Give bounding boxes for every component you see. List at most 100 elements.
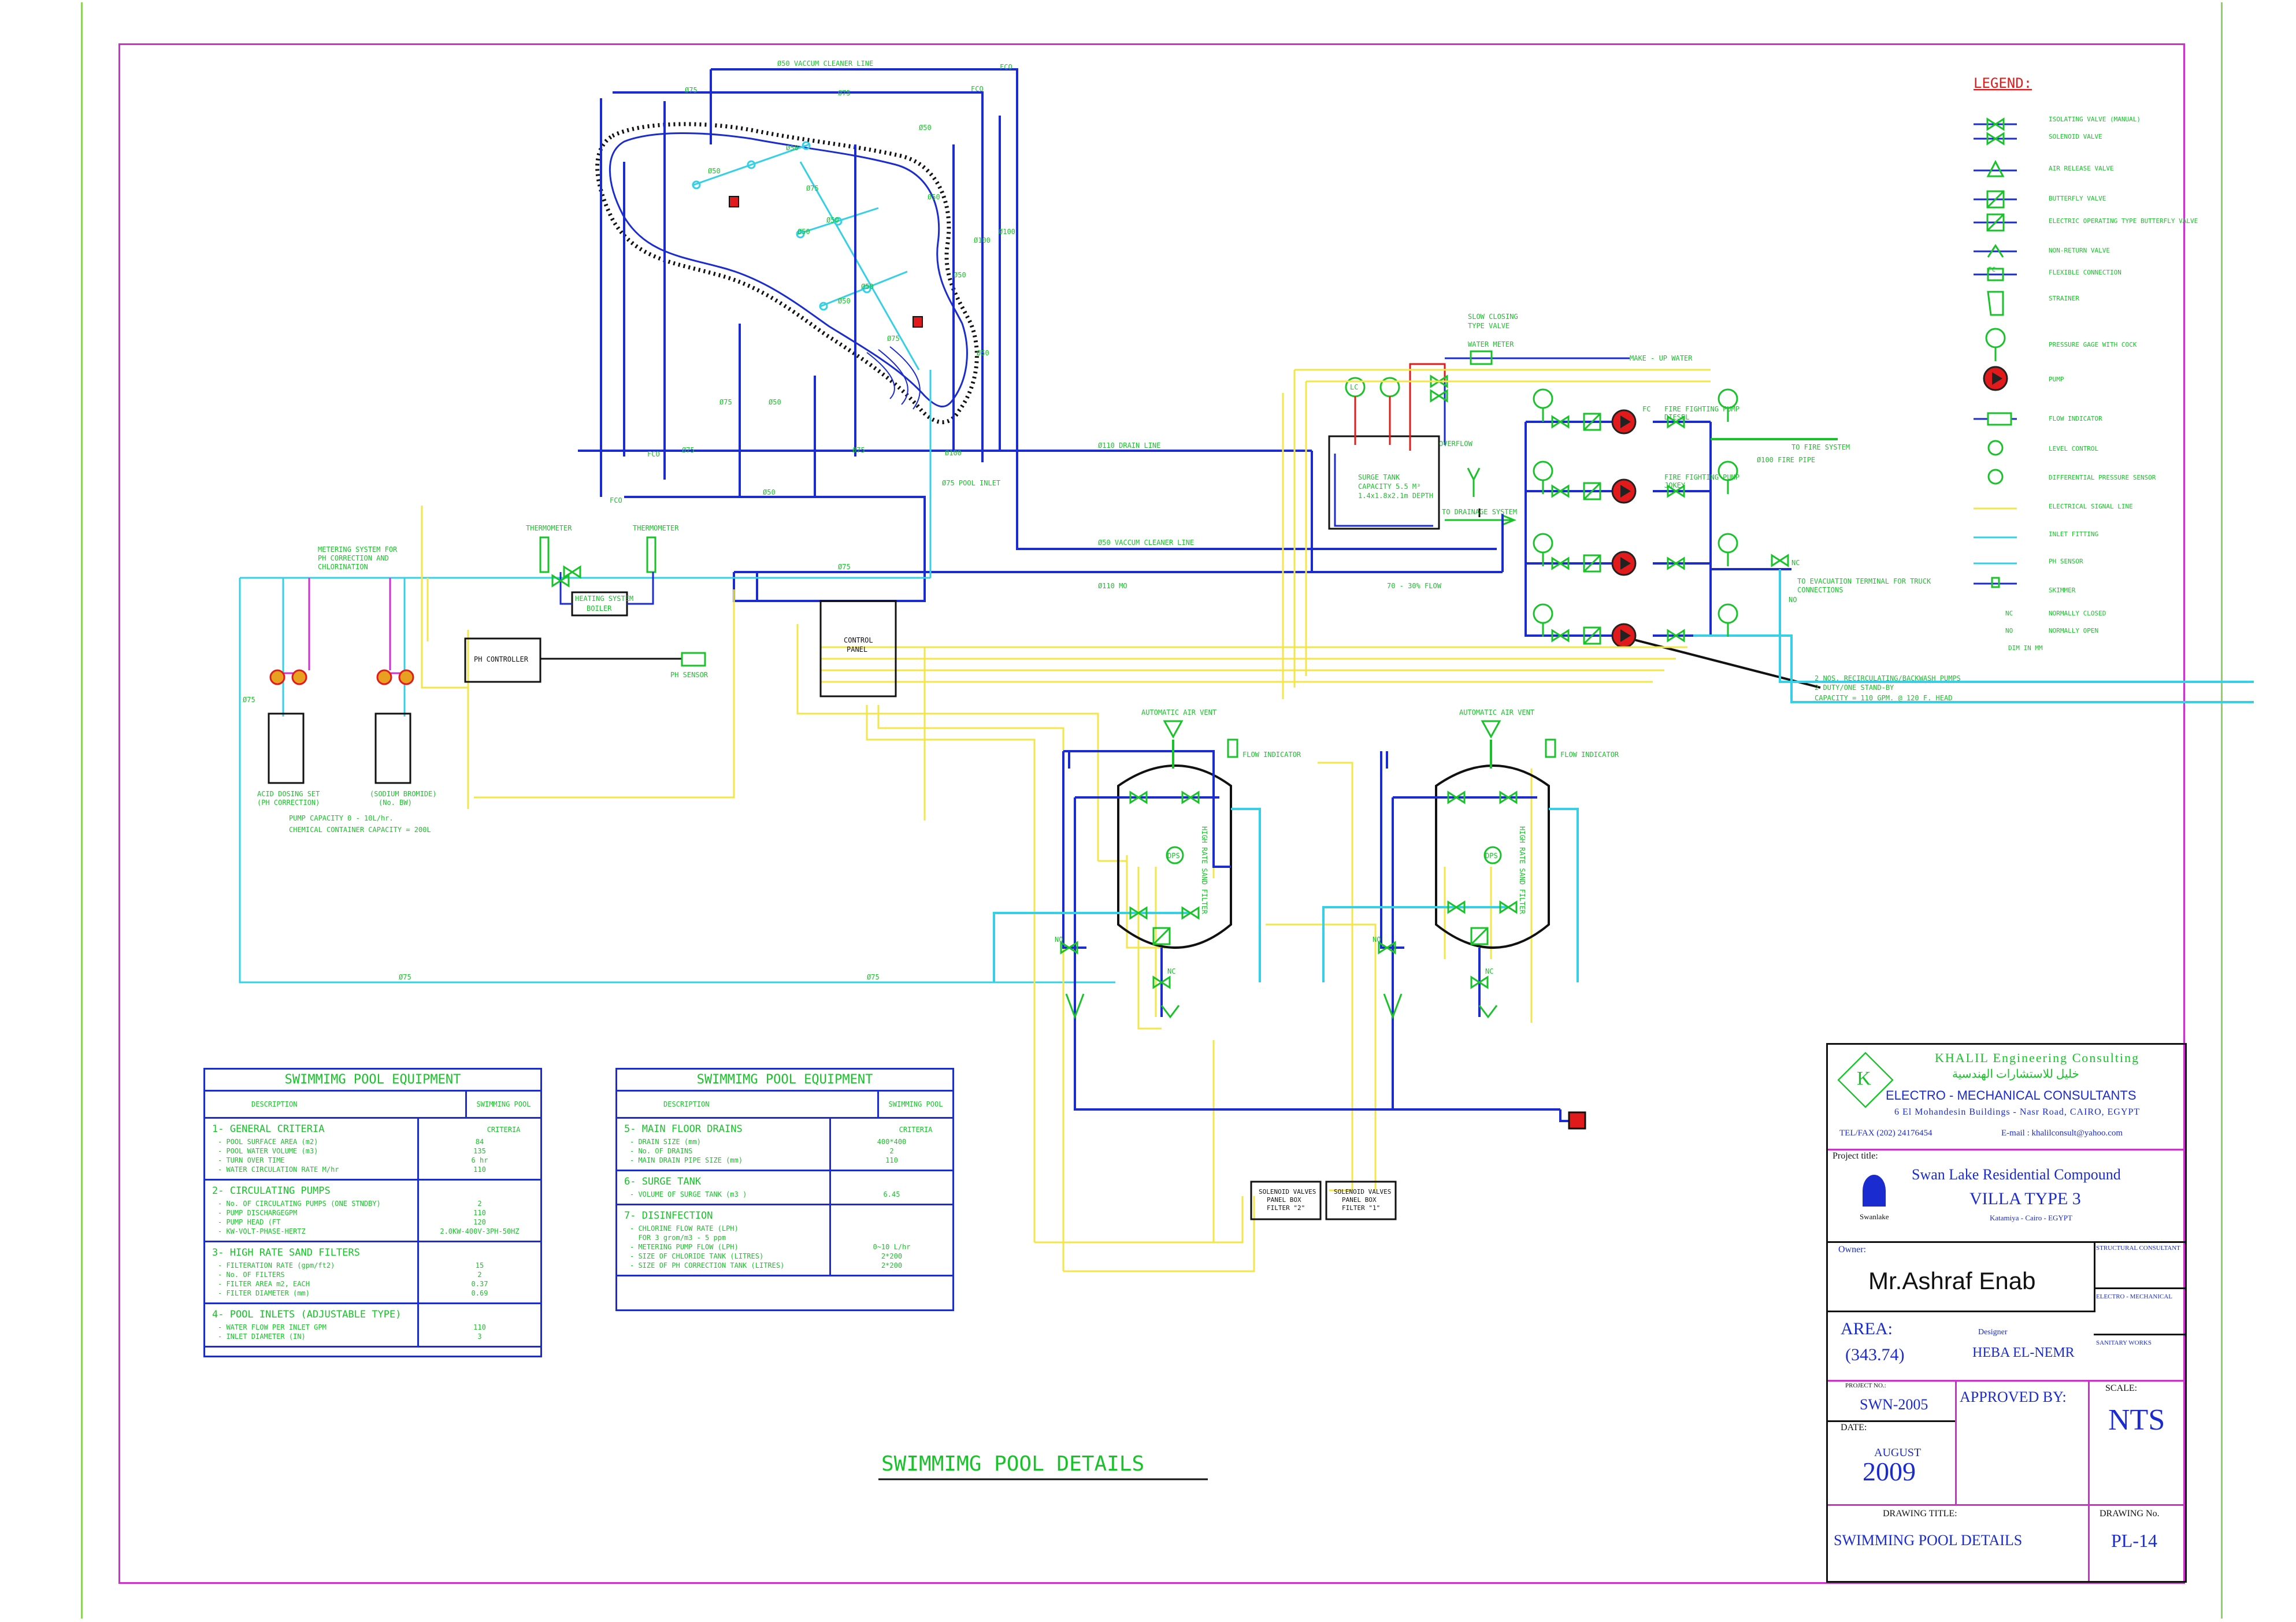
- lc-label: LC: [1350, 383, 1358, 391]
- chemical-system: [268, 536, 897, 784]
- pipe-label: Ø75: [806, 184, 819, 192]
- table-row-value: 2: [477, 1271, 482, 1279]
- legend-item: FLEXIBLE CONNECTION: [2049, 269, 2121, 276]
- thermometer-1: [539, 536, 550, 573]
- table-row-value: 6.45: [883, 1190, 900, 1198]
- pipe-label: Ø50: [708, 167, 721, 175]
- date-box: DATE: AUGUST 2009: [1828, 1420, 1957, 1504]
- sodium-tank: [374, 712, 411, 784]
- slow-valve-label: TYPE VALVE: [1468, 322, 1509, 330]
- company-tel: TEL/FAX (202) 24176454: [1839, 1129, 1933, 1138]
- pump-icon: [1611, 623, 1637, 648]
- project-location: Katamiya - Cairo - EGYPT: [1990, 1213, 2072, 1222]
- control-panel-label: CONTROL: [844, 636, 873, 644]
- pipe-label: Ø50: [826, 216, 839, 224]
- evac-label: CONNECTIONS: [1797, 586, 1843, 594]
- legend-item: PUMP: [2049, 376, 2064, 383]
- tank-label: 1.4x1.8x2.1m DEPTH: [1358, 492, 1433, 500]
- pipe-label: Ø75 POOL INLET: [942, 479, 1000, 487]
- table-row-value: 110: [473, 1166, 486, 1174]
- company-name-arabic: خليل للاستشارات الهندسية: [1952, 1068, 2079, 1081]
- area-box: AREA: (343.74) Designer HEBA EL-NEMR: [1828, 1311, 2094, 1380]
- consultants-box: STRUCTURAL CONSULTANT ELECTRO - MECHANIC…: [2094, 1241, 2185, 1403]
- pump-labels: FIRE FIGHTING PUMP DIESEL FIRE FIGHTING …: [1642, 405, 1961, 702]
- solenoid-box-label: FILTER "2": [1267, 1204, 1305, 1212]
- drawing-no: PL-14: [2111, 1530, 2157, 1551]
- pump-icon: [1611, 551, 1637, 576]
- acid-label: ACID DOSING SET: [257, 790, 320, 798]
- nc-label: NC: [1791, 559, 1800, 567]
- legend-item: ELECTRICAL SIGNAL LINE: [2049, 503, 2133, 510]
- inner-frame: [118, 43, 2185, 1584]
- project-no-label: PROJECT NO.:: [1845, 1382, 1886, 1389]
- legend-item: NORMALLY OPEN: [2049, 627, 2098, 634]
- slow-valve-label: SLOW CLOSING: [1468, 313, 1518, 321]
- pipe-label: Ø75: [867, 973, 880, 981]
- table-body: 5- MAIN FLOOR DRAINS- DRAIN SIZE (mm)- N…: [617, 1119, 952, 1276]
- to-fire-label: TO FIRE SYSTEM: [1791, 443, 1850, 451]
- legend-item: PH SENSOR: [2049, 558, 2083, 565]
- legend-item: ELECTRIC OPERATING TYPE BUTTERFLY VALVE: [2049, 217, 2198, 225]
- pipe-label: FCO: [971, 85, 984, 93]
- scale-label: SCALE:: [2105, 1383, 2138, 1393]
- pump-icon: [1611, 409, 1637, 435]
- approved-box: APPROVED BY:: [1955, 1380, 2090, 1504]
- legend-item: SOLENOID VALVE: [2049, 133, 2102, 140]
- legend-item: ISOLATING VALVE (MANUAL): [2049, 116, 2141, 123]
- sanitary-label: SANITARY WORKS: [2096, 1339, 2152, 1346]
- air-vent-label: AUTOMATIC AIR VENT: [1141, 708, 1216, 717]
- pipe-label: Ø50: [786, 144, 799, 152]
- project-name: Swan Lake Residential Compound: [1912, 1166, 2121, 1183]
- legend-item: NON-RETURN VALVE: [2049, 247, 2110, 254]
- table-row-value: 2.0KW-400V-3PH-50HZ: [440, 1227, 520, 1235]
- pipe-label: Ø100: [999, 228, 1015, 236]
- skimmer-1: [729, 196, 739, 207]
- table-row-description: - FILTERATION RATE (gpm/ft2): [218, 1261, 335, 1270]
- flow-indicator-label: FLOW INDICATOR: [1242, 751, 1301, 759]
- company-subtitle: ELECTRO - MECHANICAL CONSULTANTS: [1886, 1088, 2136, 1103]
- pool-inner: [609, 132, 968, 408]
- water-meter: [1470, 350, 1493, 365]
- table-row-description: - No. OF CIRCULATING PUMPS (ONE STNDBY): [218, 1200, 381, 1208]
- pipe-label: Ø50 VACCUM CLEANER LINE: [777, 60, 873, 68]
- filter-fittings: [1060, 720, 1556, 1020]
- heating-label: HEATING SYSTEM: [575, 595, 633, 603]
- chem-labels: METERING SYSTEM FOR PH CORRECTION AND CH…: [243, 524, 873, 834]
- control-panel: [819, 600, 897, 697]
- date-month: AUGUST: [1874, 1446, 1922, 1459]
- table-row-description: - WATER CIRCULATION RATE M/hr: [218, 1166, 339, 1174]
- table-section: 6- SURGE TANK- VOLUME OF SURGE TANK (m3 …: [617, 1171, 952, 1205]
- pump-icon: [1611, 478, 1637, 504]
- metering-label: PH CORRECTION AND: [318, 554, 389, 562]
- table-row-description: - VOLUME OF SURGE TANK (m3 ): [630, 1190, 747, 1198]
- table-header-description: DESCRIPTION: [205, 1092, 467, 1117]
- table-row-value: 2*200: [881, 1252, 903, 1260]
- pipe-label: Ø50: [919, 124, 932, 132]
- solenoid-labels: SOLENOID VALVES PANEL BOX FILTER "2" SOL…: [1259, 1188, 1391, 1212]
- filter-labels: AUTOMATIC AIR VENT AUTOMATIC AIR VENT FL…: [399, 708, 1619, 981]
- table-section-head: 5- MAIN FLOOR DRAINS: [624, 1123, 743, 1135]
- table-row-value: 110: [473, 1323, 486, 1331]
- table-row-value: [831, 1224, 952, 1233]
- table-header-description: DESCRIPTION: [617, 1092, 879, 1117]
- legend-item: LEVEL CONTROL: [2049, 445, 2098, 452]
- overflow-label: OVERFLOW: [1439, 440, 1473, 448]
- table-row-description: - TURN OVER TIME: [218, 1156, 285, 1164]
- drawing-no-label: DRAWING No.: [2100, 1509, 2160, 1519]
- table-row-value: 2: [477, 1200, 482, 1208]
- designer-label: Designer: [1978, 1328, 2008, 1337]
- table-row-description: - INLET DIAMETER (IN): [218, 1333, 306, 1341]
- solenoid-boxes: [1250, 1181, 1397, 1220]
- table-row-value: 0~10 L/hr: [873, 1243, 911, 1251]
- pipe-label: Ø50: [861, 283, 874, 291]
- water-meter-label: WATER METER: [1468, 340, 1514, 348]
- table-row-description: FOR 3 grom/m3 - 5 ppm: [630, 1234, 726, 1242]
- legend-item: NORMALLY CLOSED: [2049, 610, 2106, 617]
- evac-label: TO EVACUATION TERMINAL FOR TRUCK: [1797, 577, 1931, 585]
- table-row-value: 120: [473, 1218, 486, 1226]
- drawing-title: SWIMMIMG POOL DETAILS: [881, 1452, 1144, 1476]
- pump-note: CAPACITY = 110 GPM. @ 120 F. HEAD: [1815, 694, 1952, 702]
- legend-item: STRAINER: [2049, 295, 2079, 302]
- flow-split-label: 70 - 30% FLOW: [1387, 582, 1442, 590]
